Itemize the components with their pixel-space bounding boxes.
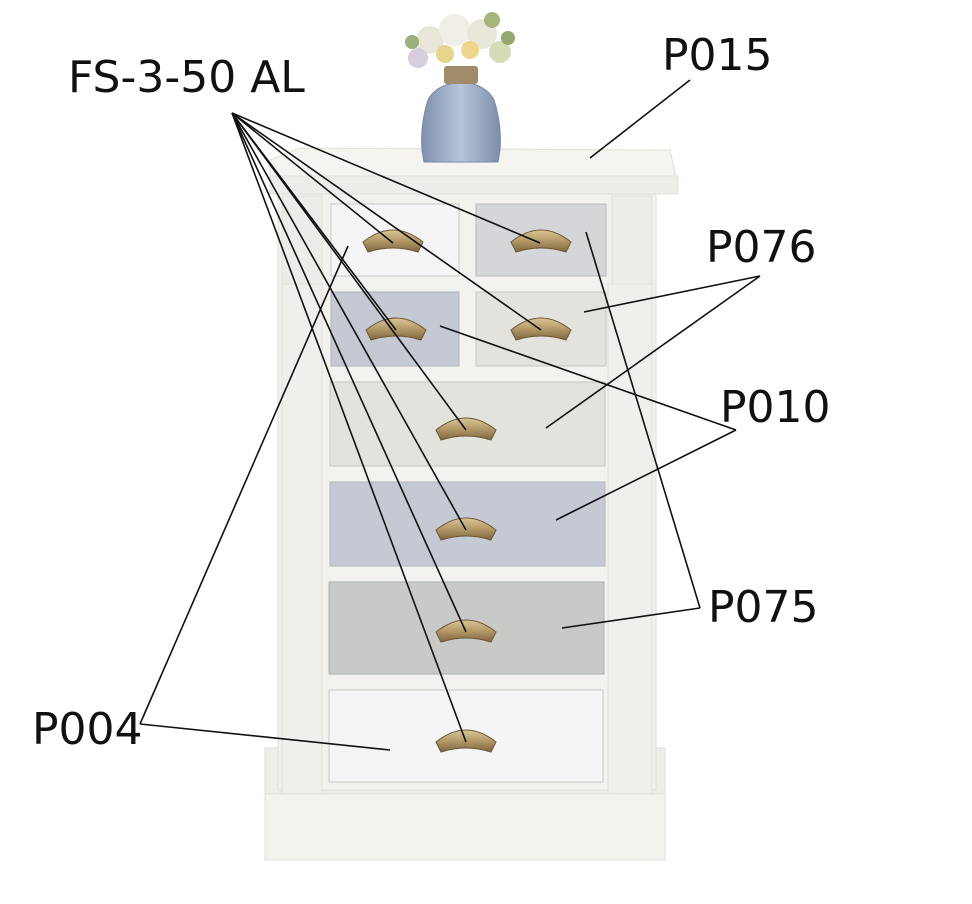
leader-p076-a <box>583 275 761 313</box>
handle-cup-pulls <box>362 229 572 753</box>
leader-handle-7 <box>231 112 467 633</box>
leader-p010-a <box>439 325 737 431</box>
leader-handle-6 <box>231 112 467 531</box>
vase-with-flowers <box>405 12 515 163</box>
leader-handle-8 <box>231 112 467 743</box>
leader-handle-5 <box>231 112 467 431</box>
leader-handle-2 <box>231 112 541 244</box>
leader-p004-a <box>139 245 349 725</box>
leader-p076-b <box>545 275 761 429</box>
label-p015: P015 <box>662 30 773 81</box>
left-pilaster <box>281 283 323 795</box>
leader-p075-a <box>585 231 701 609</box>
label-p010: P010 <box>720 382 831 433</box>
leader-p075-b <box>561 607 701 629</box>
label-p004: P004 <box>32 704 143 755</box>
leader-top <box>589 79 691 159</box>
leader-p004-b <box>139 723 391 751</box>
leader-lines <box>139 79 761 751</box>
leader-handle-4 <box>231 112 542 331</box>
label-handle: FS-3-50 AL <box>68 52 305 103</box>
label-p076: P076 <box>706 222 817 273</box>
leader-p010-b <box>555 429 737 521</box>
right-pilaster <box>607 283 653 795</box>
leader-handle-1 <box>231 112 394 244</box>
label-p075: P075 <box>708 582 819 633</box>
